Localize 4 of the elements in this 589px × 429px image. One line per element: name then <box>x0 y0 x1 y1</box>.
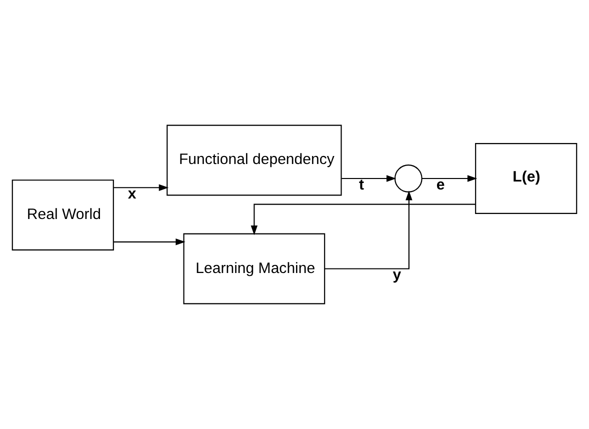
edge-label: e <box>436 176 445 194</box>
edge-label: y <box>392 266 402 284</box>
edge-label: x <box>128 186 136 203</box>
edge-label: t <box>358 176 364 194</box>
